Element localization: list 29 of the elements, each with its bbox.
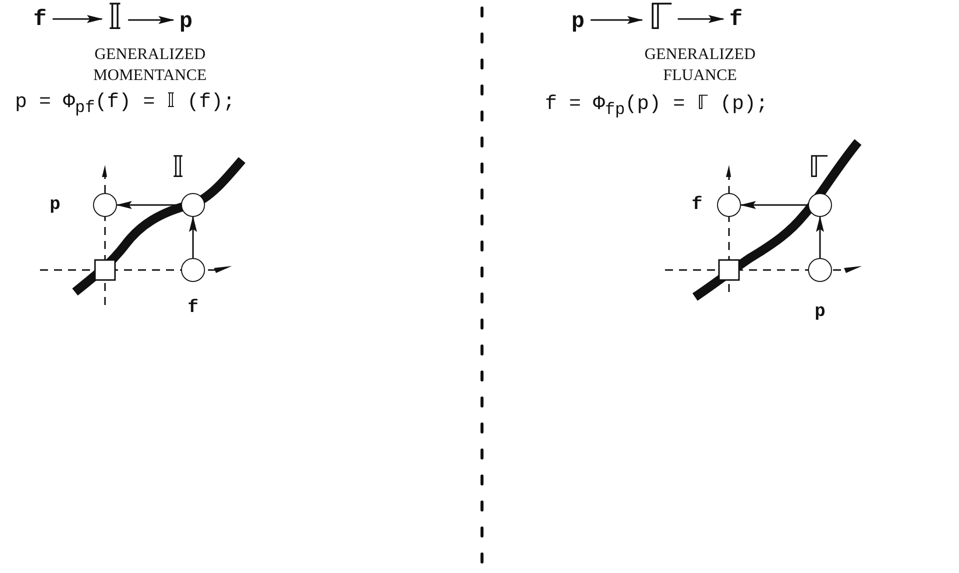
axis-variable-label: f xyxy=(692,195,702,215)
state-circle xyxy=(808,258,832,282)
state-circle xyxy=(93,193,117,217)
panel-heading: GENERALIZED FLUANCE xyxy=(643,45,757,86)
operator-symbol: ℾ xyxy=(648,0,672,36)
arrow xyxy=(128,16,174,24)
arrow xyxy=(816,216,824,258)
arrow xyxy=(52,15,103,23)
equation: p = Φ$_{pf}$(f) = 𝕀 (f); xyxy=(15,90,236,118)
arrow xyxy=(678,15,724,23)
variable-label: f xyxy=(33,9,47,31)
state-circle xyxy=(181,258,205,282)
axis-variable-label: p xyxy=(814,302,826,322)
variable-label: p xyxy=(571,11,585,33)
operator-symbol: 𝕀 xyxy=(108,0,122,36)
axis-variable-label: p xyxy=(50,195,60,215)
state-circle xyxy=(181,193,205,217)
axis-variable-label: f xyxy=(188,298,198,318)
panel-heading: GENERALIZED MOMENTANCE xyxy=(92,45,208,86)
state-circle xyxy=(717,193,741,217)
equation: f = Φ$_{fp}$(p) = ℾ (p); xyxy=(545,92,768,120)
arrow xyxy=(740,201,808,209)
curve-symbol: 𝕀 xyxy=(171,150,185,185)
state-circle xyxy=(808,193,832,217)
variable-label: f xyxy=(729,9,743,31)
arrow xyxy=(590,16,644,24)
curve-symbol: ℾ xyxy=(807,150,829,185)
arrow xyxy=(189,216,197,258)
variable-label: p xyxy=(179,11,193,33)
